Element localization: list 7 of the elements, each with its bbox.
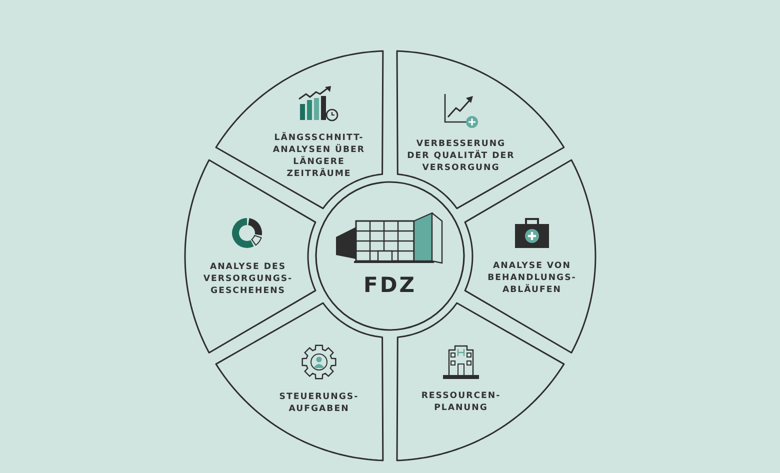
segment-label: VERBESSERUNG DER QUALITÄT DER VERSORGUNG [406,138,516,174]
center-title: FDZ [363,273,416,297]
segment-label: RESSOURCEN- PLANUNG [420,390,502,414]
segment-label: LÄNGSSCHNITT- ANALYSEN ÜBER LÄNGERE ZEITRÄUME [272,132,366,180]
segment-label: ANALYSE DES VERSORGUNGS- GESCHEHENS [202,260,294,297]
segment-label: STEUERUNGS- AUFGABEN [278,390,360,415]
segment-label: ANALYSE VON BEHANDLUNGS- ABLÄUFEN [486,260,578,296]
